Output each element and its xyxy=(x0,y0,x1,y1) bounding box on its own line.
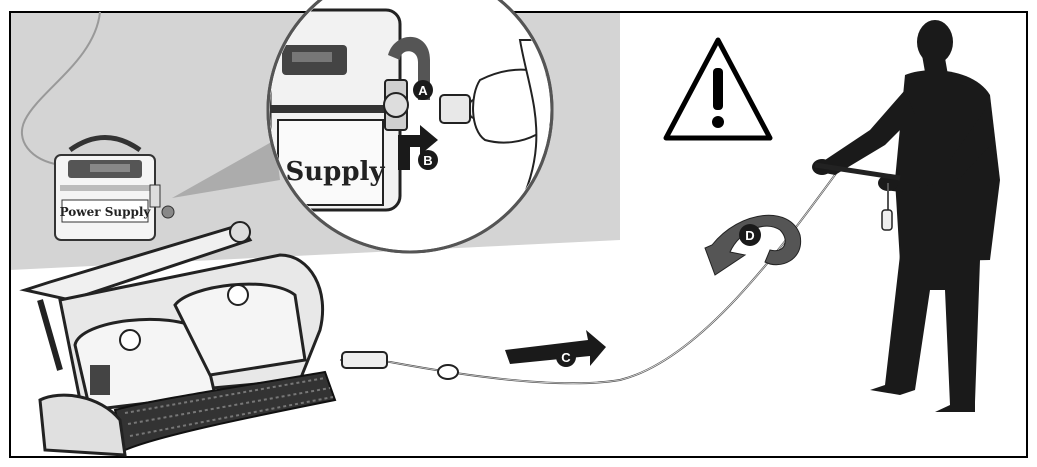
label-b: B xyxy=(423,153,432,168)
label-d: D xyxy=(745,228,754,243)
inset-supply-text: Supply xyxy=(285,157,385,187)
label-b-badge: B xyxy=(418,150,438,170)
label-a: A xyxy=(418,83,428,98)
power-supply-text: Power Supply xyxy=(60,205,152,219)
label-a-badge: A xyxy=(413,80,433,100)
label-c: C xyxy=(561,350,571,365)
